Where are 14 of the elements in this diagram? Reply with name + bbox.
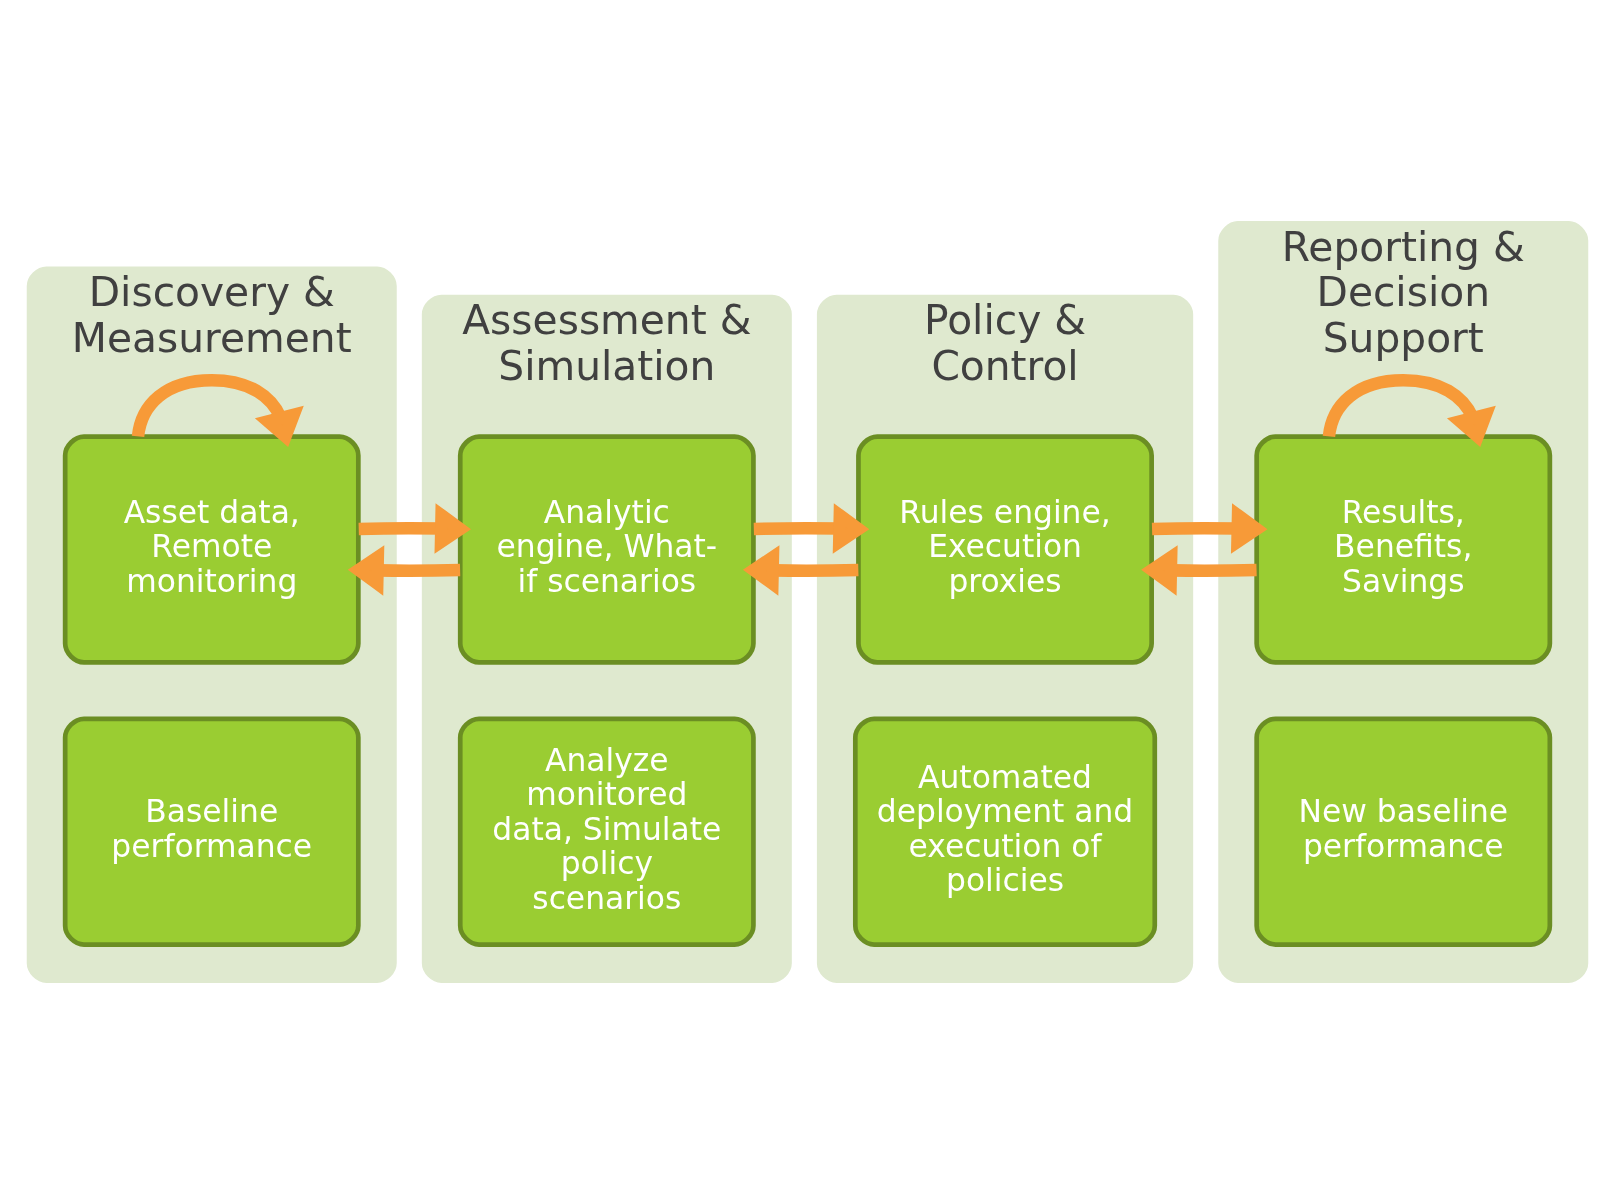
node-box: New baseline performance — [1254, 716, 1553, 947]
node-box: Results, Benefits, Savings — [1254, 434, 1553, 665]
node-box: Rules engine, Execution proxies — [856, 434, 1154, 665]
node-box: Automated deployment and execution of policies — [852, 716, 1158, 947]
arrow — [742, 545, 859, 596]
arrow — [1141, 545, 1257, 596]
arrow — [753, 503, 870, 554]
node-box: Analytic engine, What-if scenarios — [457, 434, 756, 665]
node-box: Asset data, Remote monitoring — [62, 434, 361, 665]
node-box: Baseline performance — [62, 716, 361, 947]
arrow — [1151, 503, 1268, 554]
node-box: Analyze monitored data, Simulate policy scenarios — [457, 716, 756, 947]
arrow — [358, 503, 472, 554]
arrow — [347, 545, 461, 596]
